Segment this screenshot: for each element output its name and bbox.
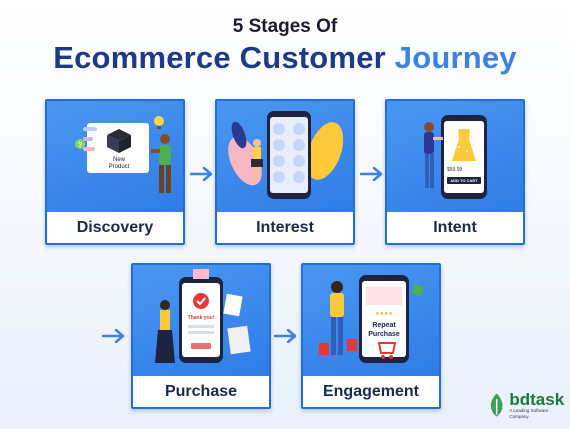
illustration-text-price: $59.99 bbox=[447, 167, 463, 173]
title-accent: Journey bbox=[394, 40, 517, 75]
bdtask-logo: bdtask A Leading Software Company bbox=[487, 385, 567, 425]
arrow-right-icon bbox=[102, 329, 125, 343]
discovery-illustration: ? New Product bbox=[47, 101, 183, 212]
illustration-text-purchase: Purchase bbox=[368, 331, 400, 338]
stage-label-purchase: Purchase bbox=[133, 376, 269, 407]
engagement-illustration: ★★★★ Repeat Purchase bbox=[303, 265, 439, 376]
page-subtitle: 5 Stages Of bbox=[232, 16, 338, 37]
logo-tagline: A Leading Software Company bbox=[509, 407, 549, 419]
title-main: Ecommerce Customer bbox=[53, 40, 386, 75]
stage-card-intent: $59.99 ADD TO CART Intent bbox=[385, 99, 525, 245]
leaf-icon bbox=[490, 393, 503, 417]
page-title: Ecommerce Customer Journey bbox=[0, 40, 570, 76]
interest-illustration bbox=[217, 101, 353, 212]
stage-card-interest: Interest bbox=[215, 99, 355, 245]
stage-label-interest: Interest bbox=[217, 212, 353, 243]
illustration-text-add-to-cart: ADD TO CART bbox=[450, 178, 478, 183]
illustration-text-new: New bbox=[113, 157, 126, 163]
stage-label-engagement: Engagement bbox=[303, 376, 439, 407]
logo-name: bdtask bbox=[509, 389, 565, 409]
purchase-illustration: Thank you! bbox=[133, 265, 269, 376]
stage-label-discovery: Discovery bbox=[47, 212, 183, 243]
stage-label-intent: Intent bbox=[387, 212, 523, 243]
illustration-text-repeat: Repeat bbox=[372, 322, 396, 329]
svg-text:?: ? bbox=[78, 142, 82, 149]
arrow-right-icon bbox=[190, 167, 213, 181]
arrow-right-icon bbox=[274, 329, 297, 343]
arrow-right-icon bbox=[360, 167, 383, 181]
stage-card-discovery: ? New Product Discovery bbox=[45, 99, 185, 245]
svg-text:★★★★: ★★★★ bbox=[375, 311, 393, 317]
stage-card-engagement: ★★★★ Repeat Purchase Engagement bbox=[301, 263, 441, 409]
intent-illustration: $59.99 ADD TO CART bbox=[387, 101, 523, 212]
stage-card-purchase: Thank you! Purchase bbox=[131, 263, 271, 409]
illustration-text-thank-you: Thank you! bbox=[188, 315, 215, 321]
illustration-text-product: Product bbox=[109, 164, 130, 170]
